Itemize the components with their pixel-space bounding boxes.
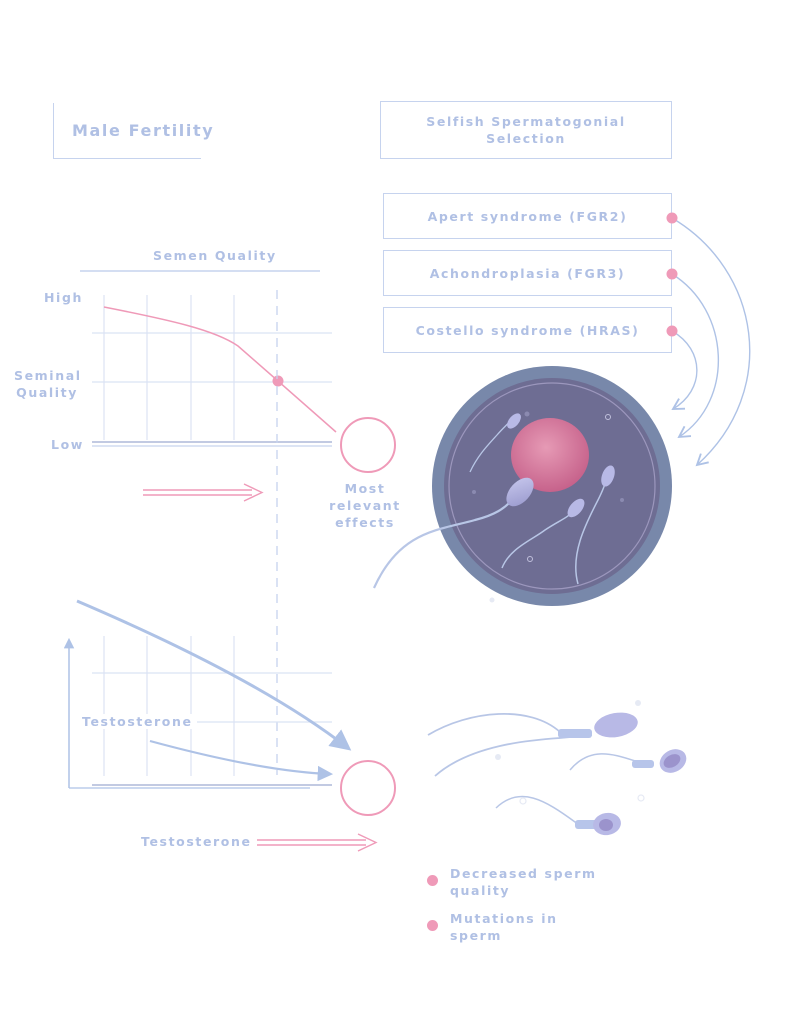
semen-high-label: High xyxy=(44,290,83,305)
semen-curve xyxy=(103,306,337,433)
syndrome-dots xyxy=(666,212,678,337)
syndrome-label: Apert syndrome (FGR2) xyxy=(427,208,628,224)
legend-dot-pink xyxy=(427,875,438,886)
semen-chart-title: Semen Quality xyxy=(153,248,277,263)
syndrome-label: Achondroplasia (FGR3) xyxy=(429,265,626,281)
effect-circle-bottom xyxy=(340,760,396,816)
pink-double-arrow-top xyxy=(143,483,264,502)
testosterone-chart xyxy=(63,599,352,789)
seminal-quality-label: Seminal Quality xyxy=(14,368,82,400)
effect-circle-top xyxy=(340,417,396,473)
testosterone-arrow-mild xyxy=(149,739,334,782)
nucleus xyxy=(511,418,589,492)
egg-cell-illustration xyxy=(372,366,672,606)
legend-mutations-in-sperm: Mutations in sperm xyxy=(450,911,558,943)
syndrome-label: Costello syndrome (HRAS) xyxy=(415,322,640,338)
title-frame: Male Fertility xyxy=(53,103,213,159)
page-title: Male Fertility xyxy=(72,121,215,140)
sperm-group-illustration xyxy=(427,700,687,836)
semen-marker-dot xyxy=(272,375,284,387)
testosterone-grid xyxy=(92,636,332,776)
testosterone-x-label: Testosterone xyxy=(141,834,252,849)
semen-low-label: Low xyxy=(51,437,84,452)
semen-quality-chart xyxy=(80,270,337,447)
most-relevant-effects-label: Most relevant effects xyxy=(329,481,401,530)
semen-grid xyxy=(92,295,332,440)
syndrome-arrows xyxy=(671,217,751,467)
selection-title-box: Selfish Spermatogonial Selection xyxy=(380,101,672,159)
selection-title: Selfish Spermatogonial Selection xyxy=(426,114,626,146)
testosterone-arrow-steep xyxy=(76,599,352,751)
legend-dot-pink xyxy=(427,920,438,931)
testosterone-axis-label: Testosterone xyxy=(82,714,197,729)
egg-sperm xyxy=(372,413,615,589)
pink-double-arrow-bottom xyxy=(257,833,378,852)
legend-decreased-sperm-quality: Decreased sperm quality xyxy=(450,866,597,898)
